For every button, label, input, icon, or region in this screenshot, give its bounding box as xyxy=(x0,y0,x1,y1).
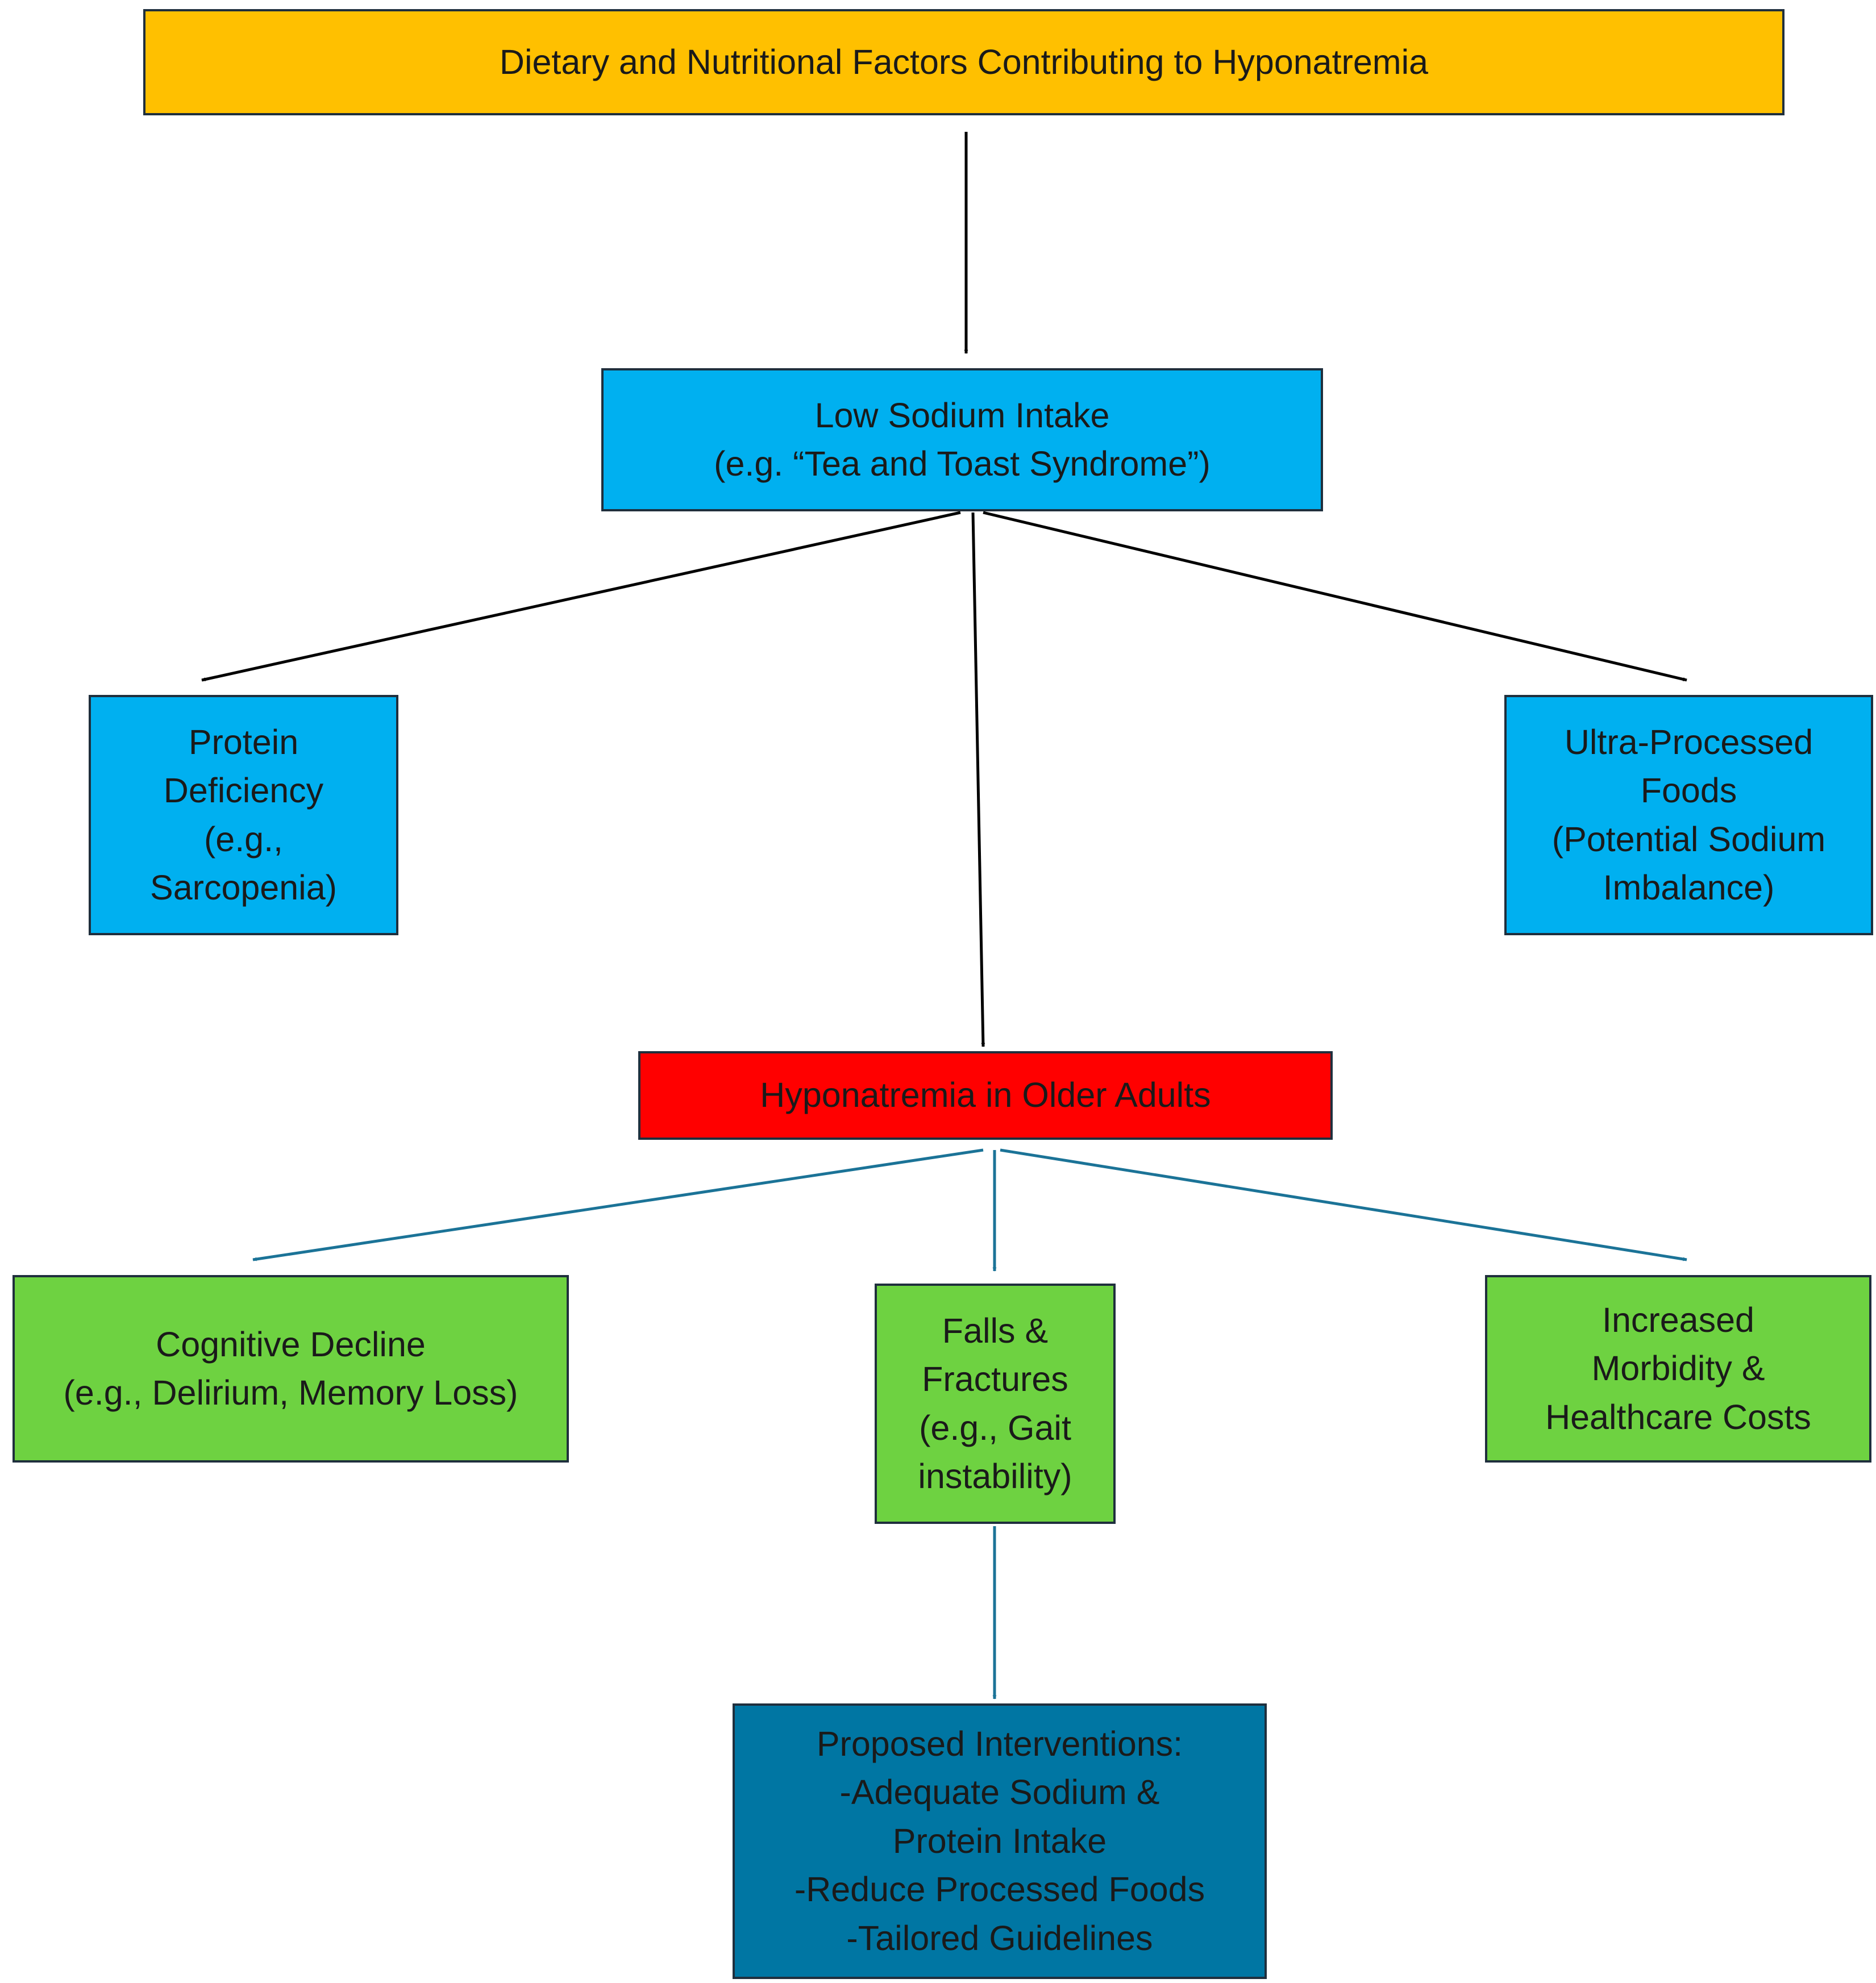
cognitive-decline-box: Cognitive Decline (e.g., Delirium, Memory… xyxy=(13,1275,569,1463)
hyponatremia-text: Hyponatremia in Older Adults xyxy=(760,1071,1211,1119)
text-line: (e.g., Gait xyxy=(919,1408,1071,1447)
falls-fractures-box: Falls & Fractures (e.g., Gait instability) xyxy=(875,1284,1116,1524)
proposed-interventions-box: Proposed Interventions: -Adequate Sodium … xyxy=(733,1703,1267,1979)
arrow-hyponatremia-to-morbidity xyxy=(1000,1148,1687,1261)
text-line: instability) xyxy=(918,1456,1072,1495)
text-line: Sarcopenia) xyxy=(150,868,337,907)
arrow-low-sodium-to-ultra-processed xyxy=(983,511,1687,682)
arrow-hyponatremia-to-cognitive-decline xyxy=(252,1148,984,1261)
cognitive-decline-text: Cognitive Decline (e.g., Delirium, Memory… xyxy=(64,1320,518,1418)
text-line: Foods xyxy=(1640,771,1737,810)
text-line: Protein Intake xyxy=(892,1821,1107,1860)
text-line: -Reduce Processed Foods xyxy=(794,1870,1205,1909)
text-line: Falls & xyxy=(942,1311,1049,1350)
text-line: Low Sodium Intake xyxy=(814,395,1110,435)
low-sodium-intake-text: Low Sodium Intake (e.g. “Tea and Toast Sy… xyxy=(714,391,1211,489)
text-line: (e.g., xyxy=(203,819,283,859)
text-line: Morbidity & xyxy=(1591,1349,1765,1388)
low-sodium-intake-box: Low Sodium Intake (e.g. “Tea and Toast Sy… xyxy=(601,368,1323,511)
text-line: Protein xyxy=(188,722,299,761)
title-text: Dietary and Nutritional Factors Contribu… xyxy=(500,38,1428,86)
arrow-low-sodium-to-hyponatremia xyxy=(971,512,985,1047)
text-line: -Tailored Guidelines xyxy=(846,1918,1153,1957)
text-line: Healthcare Costs xyxy=(1545,1397,1811,1436)
text-line: Increased xyxy=(1602,1300,1754,1339)
text-line: (Potential Sodium xyxy=(1551,819,1826,859)
text-line: Fractures xyxy=(922,1360,1068,1399)
text-line: Proposed Interventions: xyxy=(816,1724,1183,1764)
text-line: Imbalance) xyxy=(1603,868,1775,907)
hyponatremia-box: Hyponatremia in Older Adults xyxy=(638,1051,1333,1140)
text-line: Cognitive Decline xyxy=(156,1324,426,1364)
text-line: Hyponatremia in Older Adults xyxy=(760,1076,1211,1115)
arrow-low-sodium-to-protein-deficiency xyxy=(201,511,961,682)
text-line: (e.g. “Tea and Toast Syndrome”) xyxy=(714,444,1211,483)
text-line: Deficiency xyxy=(163,771,324,810)
falls-fractures-text: Falls & Fractures (e.g., Gait instability) xyxy=(918,1307,1072,1501)
text-line: Ultra-Processed xyxy=(1564,722,1813,761)
text-line: -Adequate Sodium & xyxy=(839,1773,1160,1812)
title-box: Dietary and Nutritional Factors Contribu… xyxy=(143,9,1785,115)
text-line: (e.g., Delirium, Memory Loss) xyxy=(63,1373,518,1412)
text-line: Dietary and Nutritional Factors Contribu… xyxy=(499,42,1429,81)
proposed-interventions-text: Proposed Interventions: -Adequate Sodium … xyxy=(795,1720,1205,1963)
